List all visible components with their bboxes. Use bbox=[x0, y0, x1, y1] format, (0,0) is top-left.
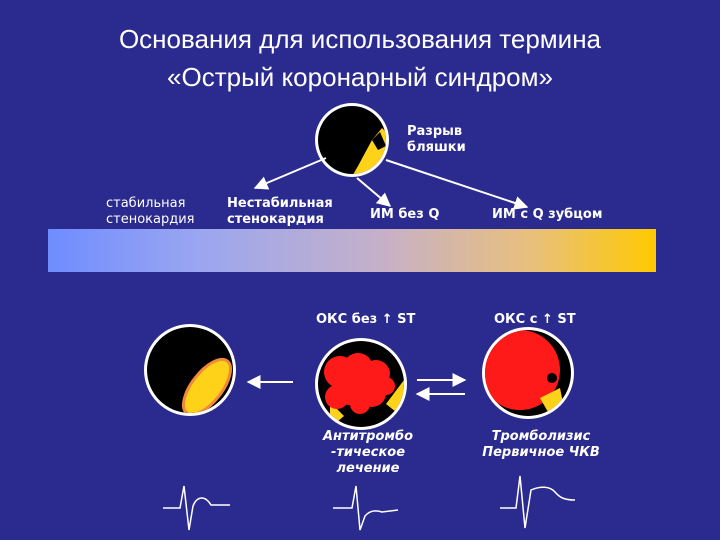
vessel-partial-thrombus bbox=[315, 338, 407, 430]
slide-title-line1: Основания для использования термина bbox=[118, 24, 602, 54]
label-stable-angina: стабильная стенокардия bbox=[106, 196, 195, 227]
progression-arrows bbox=[246, 373, 467, 401]
label-acs-with-st: ОКС с ↑ ST bbox=[494, 312, 576, 327]
label-antithrombotic-therapy: Антитромбо -тическое лечение bbox=[322, 429, 414, 476]
label-mi-without-q: ИМ без Q bbox=[370, 207, 440, 222]
ecg-traces bbox=[163, 475, 576, 531]
label-mi-with-q: ИМ с Q зубцом bbox=[492, 207, 603, 222]
label-unstable-angina: Нестабильная стенокардия bbox=[227, 196, 333, 227]
branch-arrows bbox=[253, 157, 529, 210]
severity-gradient-bar bbox=[48, 229, 656, 272]
plaque-rupture-label: Разрыв бляшки bbox=[407, 124, 466, 155]
label-thrombolysis-pci: Тромболизис Первичное ЧКВ bbox=[482, 429, 600, 460]
vessel-occlusive-thrombus bbox=[482, 327, 574, 419]
label-acs-without-st: ОКС без ↑ ST bbox=[316, 312, 416, 327]
vessel-stable-plaque bbox=[144, 324, 236, 416]
vessel-plaque-rupture bbox=[315, 103, 389, 177]
slide-title-line2: «Острый коронарный синдром» bbox=[167, 62, 553, 92]
